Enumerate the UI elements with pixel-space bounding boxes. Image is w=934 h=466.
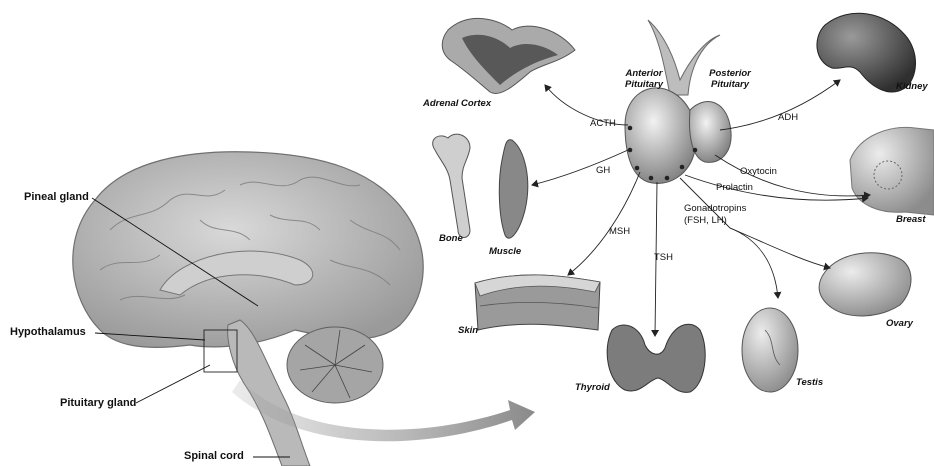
tsh-label: TSH [654,252,673,263]
adrenal-cortex-label: Adrenal Cortex [423,98,491,109]
muscle-label: Muscle [489,246,521,257]
anterior-line2: Pituitary [614,79,674,90]
spinal-cord-label: Spinal cord [184,450,244,462]
anterior-line1: Anterior [614,68,674,79]
skin-illustration [475,275,600,330]
skin-label: Skin [458,325,478,336]
testis-label: Testis [796,377,823,388]
muscle-illustration [499,140,527,239]
gh-arrow [532,150,628,185]
breast-label: Breast [896,214,926,225]
ovary-illustration [819,253,911,316]
hypothalamus-label: Hypothalamus [10,326,86,338]
thyroid-illustration [607,324,705,392]
thyroid-label: Thyroid [575,382,610,393]
posterior-pituitary-label: Posterior Pituitary [700,68,760,90]
breast-illustration [850,127,934,215]
bone-label: Bone [439,233,463,244]
kidney-label: Kidney [896,81,928,92]
gonadotropins-label: Gonadotropins (FSH, LH) [684,203,746,227]
brain-illustration [73,152,423,466]
acth-label: ACTH [590,118,616,129]
oxytocin-label: Oxytocin [740,166,777,177]
msh-label: MSH [609,226,630,237]
msh-arrow [568,172,640,275]
testis-illustration [742,308,798,392]
posterior-line1: Posterior [700,68,760,79]
posterior-lobe [690,102,732,163]
adrenal-cortex-illustration [442,18,575,93]
bone-illustration [433,134,470,237]
pituitary-illustration [625,20,731,183]
ovary-label: Ovary [886,318,913,329]
cerebrum [73,152,423,348]
posterior-line2: Pituitary [700,79,760,90]
gonadotropins-to-ovary-arrow [730,228,830,268]
gh-label: GH [596,165,610,176]
pineal-gland-label: Pineal gland [24,191,89,203]
prolactin-arrow [685,175,868,200]
gonadotropins-line2: (FSH, LH) [684,215,746,227]
prolactin-label: Prolactin [716,182,753,193]
gonadotropins-line1: Gonadotropins [684,203,746,215]
pituitary-gland-label: Pituitary gland [60,397,136,409]
anterior-pituitary-label: Anterior Pituitary [614,68,674,90]
adh-label: ADH [778,112,798,123]
